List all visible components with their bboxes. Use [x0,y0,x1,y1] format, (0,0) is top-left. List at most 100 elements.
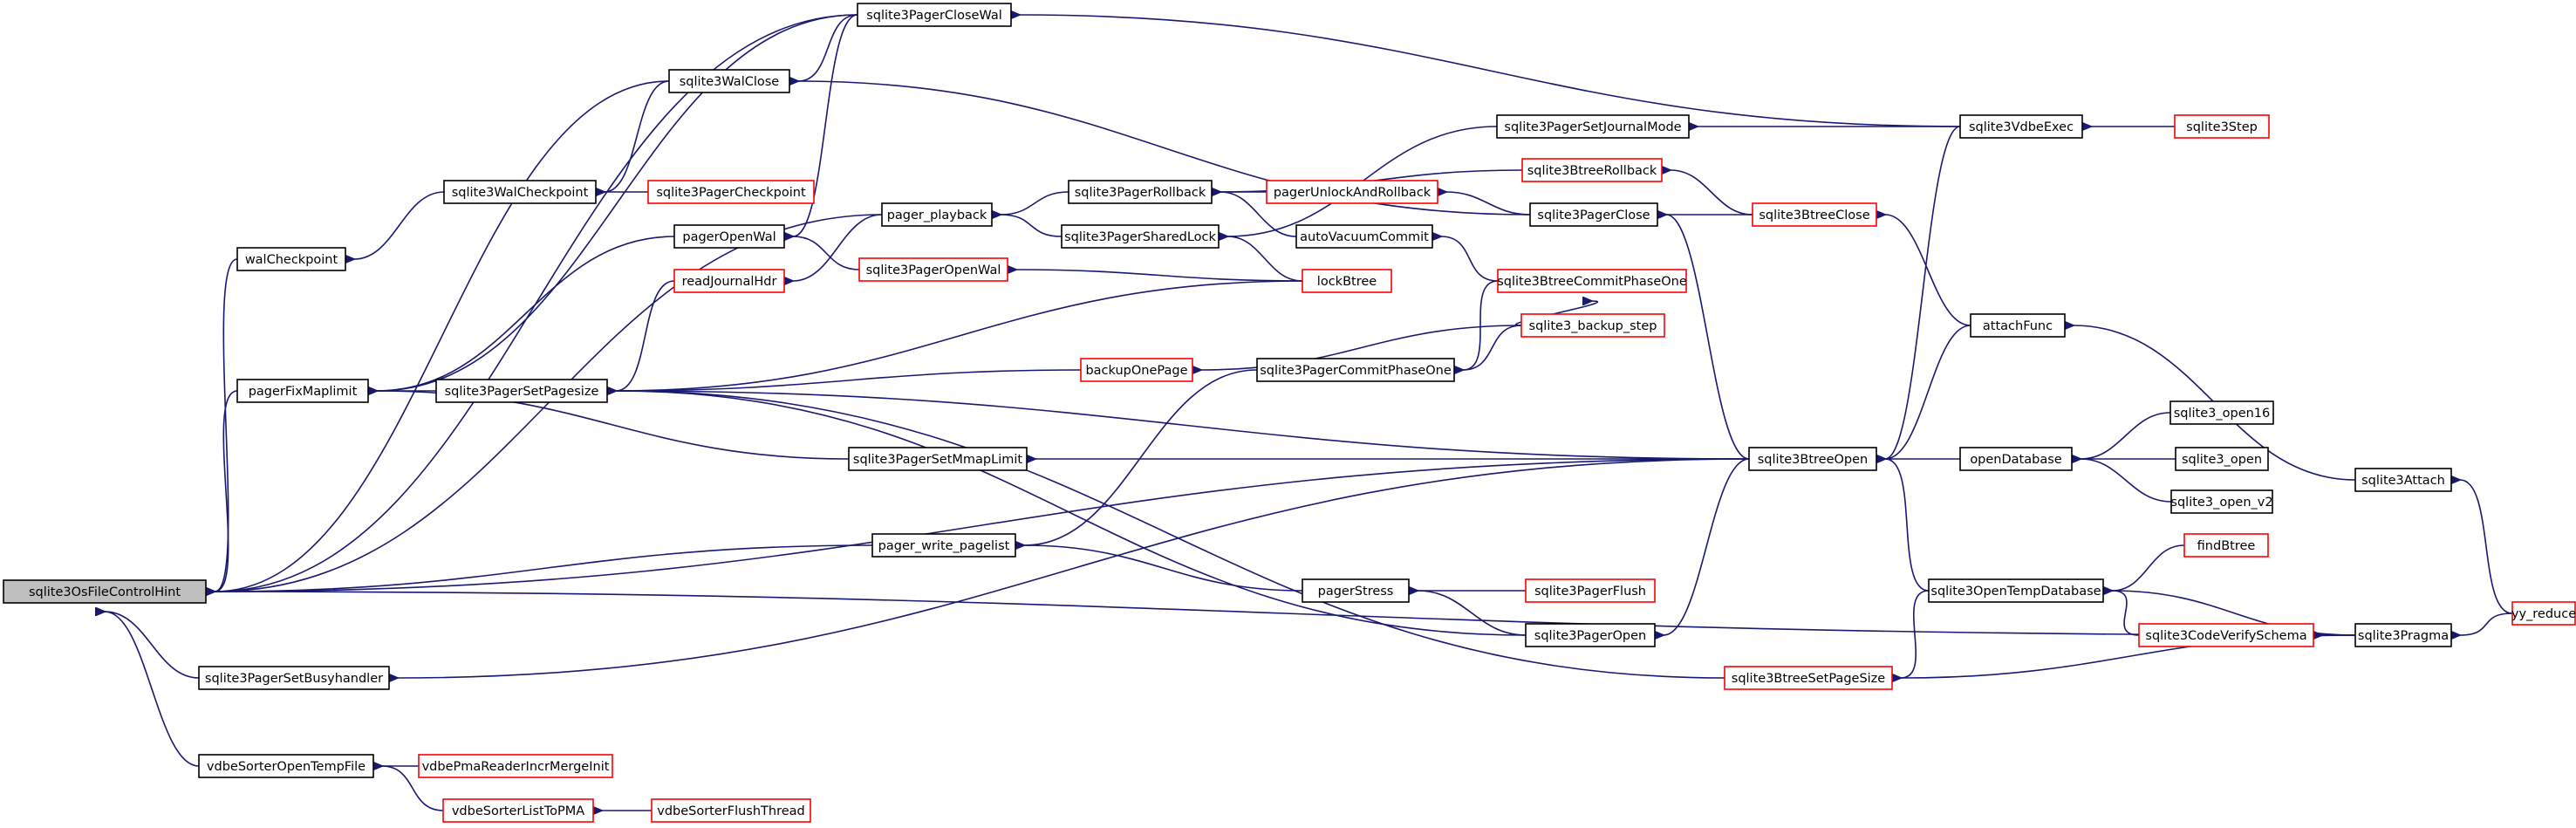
node-sqlite3-open-v2[interactable]: sqlite3_open_v2 [2170,489,2273,514]
node-sqlite3-os-file-control-hint[interactable]: sqlite3OsFileControlHint [3,579,207,604]
node-auto-vacuum-commit[interactable]: autoVacuumCommit [1295,224,1433,249]
edge-lock-btree-to-sqlite3-pager-open-wal [1016,270,1303,282]
node-box [673,224,785,249]
node-backup-one-page[interactable]: backupOnePage [1080,358,1193,382]
node-pager-stress[interactable]: pagerStress [1302,578,1410,603]
node-label: sqlite3OsFileControlHint [29,585,181,599]
node-sqlite3-btree-set-page-size[interactable]: sqlite3BtreeSetPageSize [1724,666,1893,690]
edge-attach-func-to-sqlite3-btree-close [1885,215,1971,326]
edge-sqlite3-code-verify-schema-to-sqlite3-open-temp-database [2112,591,2140,636]
node-box [236,379,369,403]
edge-sqlite3-pager-set-busyhandler-to-root [105,612,200,679]
node-label: sqlite3WalCheckpoint [452,186,589,200]
node-pager-fix-maplimit[interactable]: pagerFixMaplimit [236,379,369,403]
node-box [442,798,594,823]
node-sqlite3-pager-flush[interactable]: sqlite3PagerFlush [1525,578,1656,603]
node-vdbe-pma-reader-incr-merge-init[interactable]: vdbePmaReaderIncrMergeInit [418,754,613,778]
node-box [2354,468,2452,492]
node-sqlite3-pager-set-pagesize[interactable]: sqlite3PagerSetPagesize [435,379,608,403]
node-label: sqlite3PagerCheckpoint [656,186,806,200]
node-pager-unlock-and-rollback[interactable]: pagerUnlockAndRollback [1266,180,1438,204]
node-box [848,447,1028,471]
node-sqlite3-pager-set-mmap-limit[interactable]: sqlite3PagerSetMmapLimit [848,447,1028,471]
node-sqlite3-btree-commit-phase-one[interactable]: sqlite3BtreeCommitPhaseOne [1497,269,1687,293]
node-label: walCheckpoint [245,253,338,267]
node-sqlite3-pager-shared-lock[interactable]: sqlite3PagerSharedLock [1061,224,1220,249]
node-box [1748,447,1877,471]
node-sqlite3-pager-set-journal-mode[interactable]: sqlite3PagerSetJournalMode [1496,114,1690,139]
edge-sqlite3-btree-open-to-root [215,458,1750,592]
edge-sqlite3-pager-open-to-pager-stress [1418,591,1527,636]
node-box [857,3,1012,27]
node-pager-write-pagelist[interactable]: pager_write_pagelist [871,533,1016,558]
edge-auto-vacuum-commit-to-sqlite3-pager-rollback [1220,192,1297,237]
node-vdbe-sorter-list-to-pma[interactable]: vdbeSorterListToPMA [442,798,594,823]
edge-layer [105,14,2513,811]
node-label: openDatabase [1970,453,2061,467]
node-sqlite3-wal-checkpoint[interactable]: sqlite3WalCheckpoint [443,180,597,204]
node-label: sqlite3BtreeOpen [1758,453,1869,467]
node-sqlite3-vdbe-exec[interactable]: sqlite3VdbeExec [1959,114,2083,139]
node-pager-playback[interactable]: pager_playback [881,202,993,227]
node-label: sqlite3BtreeCommitPhaseOne [1497,275,1687,289]
node-label: sqlite3_open16 [2174,407,2271,421]
node-sqlite3-wal-close[interactable]: sqlite3WalClose [668,69,790,93]
node-label: sqlite3PagerFlush [1534,585,1646,599]
edge-pager-open-wal-to-pager-fix-maplimit [377,236,675,391]
edge-sqlite3-pager-close-to-pager-unlock-and-rollback [1446,192,1531,216]
node-box [1959,114,2083,139]
node-read-journal-hdr[interactable]: readJournalHdr [673,269,785,293]
edge-sqlite3-pager-close-wal-to-sqlite3-wal-close [798,14,858,81]
edge-sqlite3-btree-close-to-sqlite3-btree-rollback [1671,170,1753,216]
node-sqlite3-attach[interactable]: sqlite3Attach [2354,468,2452,492]
node-label: sqlite3Attach [2361,474,2445,488]
node-label: sqlite3Pragma [2358,629,2449,643]
node-sqlite3-step[interactable]: sqlite3Step [2174,114,2270,139]
node-label: sqlite3PagerOpenWal [866,263,1001,277]
node-label: sqlite3PagerClose [1537,209,1650,222]
node-box [1295,224,1433,249]
node-sqlite3-pragma[interactable]: sqlite3Pragma [2354,623,2452,647]
node-sqlite3-open[interactable]: sqlite3_open [2175,447,2269,471]
node-pager-open-wal[interactable]: pagerOpenWal [673,224,785,249]
node-sqlite3-backup-step[interactable]: sqlite3_backup_step [1520,313,1665,338]
edge-pager-write-pagelist-to-root [215,544,873,592]
node-sqlite3-code-verify-schema[interactable]: sqlite3CodeVerifySchema [2138,623,2314,647]
node-sqlite3-pager-commit-phase-one[interactable]: sqlite3PagerCommitPhaseOne [1256,358,1455,382]
node-sqlite3-pager-open-wal[interactable]: sqlite3PagerOpenWal [858,257,1008,282]
node-box [2183,533,2269,558]
node-sqlite3-open16[interactable]: sqlite3_open16 [2169,400,2274,425]
node-sqlite3-btree-rollback[interactable]: sqlite3BtreeRollback [1521,158,1663,182]
node-sqlite3-pager-close-wal[interactable]: sqlite3PagerCloseWal [857,3,1012,27]
node-sqlite3-pager-set-busyhandler[interactable]: sqlite3PagerSetBusyhandler [198,666,390,690]
node-box [2174,114,2270,139]
edge-sqlite3-vdbe-exec-to-sqlite3-btree-open [1885,126,1961,459]
node-lock-btree[interactable]: lockBtree [1302,269,1392,293]
node-open-database[interactable]: openDatabase [1959,447,2073,471]
edge-sqlite3-btree-open-to-sqlite3-pager-set-busyhandler [398,458,1750,678]
node-sqlite3-open-temp-database[interactable]: sqlite3OpenTempDatabase [1928,578,2104,603]
node-yy-reduce[interactable]: yy_reduce [2511,601,2576,626]
edge-backup-one-page-to-sqlite3-pager-set-pagesize [616,369,1082,391]
edge-lock-btree-to-sqlite3-pager-set-pagesize [616,280,1303,391]
node-box [1080,358,1193,382]
edge-sqlite3-backup-step-to-sqlite3-pager-commit-phase-one [1463,325,1522,370]
edge-attach-func-to-sqlite3-btree-open [1885,325,1971,459]
node-label: sqlite3CodeVerifySchema [2145,629,2306,643]
edge-sqlite3-pager-close-wal-to-root [215,14,858,592]
node-wal-checkpoint[interactable]: walCheckpoint [236,247,346,271]
edge-sqlite3-open-temp-database-to-sqlite3-btree-set-page-size [1901,590,1930,678]
node-attach-func[interactable]: attachFunc [1970,313,2066,338]
node-label: vdbeSorterOpenTempFile [207,760,366,774]
node-box [1525,578,1656,603]
node-sqlite3-pager-open[interactable]: sqlite3PagerOpen [1525,623,1656,647]
node-sqlite3-btree-close[interactable]: sqlite3BtreeClose [1752,202,1877,227]
node-vdbe-sorter-flush-thread[interactable]: vdbeSorterFlushThread [651,798,811,823]
node-vdbe-sorter-open-temp-file[interactable]: vdbeSorterOpenTempFile [198,754,374,778]
node-sqlite3-pager-rollback[interactable]: sqlite3PagerRollback [1068,180,1213,204]
node-sqlite3-btree-open[interactable]: sqlite3BtreeOpen [1748,447,1877,471]
node-sqlite3-pager-checkpoint[interactable]: sqlite3PagerCheckpoint [647,180,815,204]
node-find-btree[interactable]: findBtree [2183,533,2269,558]
node-sqlite3-pager-close[interactable]: sqlite3PagerClose [1529,202,1658,227]
node-label: sqlite3PagerCloseWal [866,9,1002,23]
